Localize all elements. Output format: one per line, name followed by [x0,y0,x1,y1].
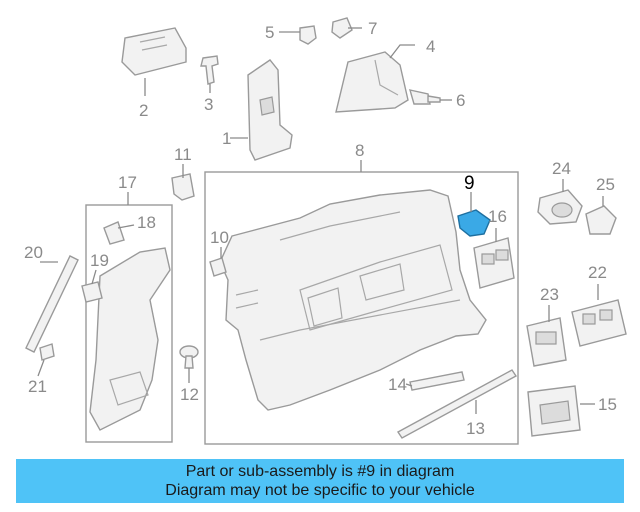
part-7-clip [331,17,353,39]
banner-line-2: Diagram may not be specific to your vehi… [165,482,475,499]
part-12-push-pin [179,345,199,369]
part-4-cover [335,51,409,113]
callout-24: 24 [552,159,571,178]
callout-13: 13 [466,419,485,438]
part-16-switch [473,237,515,289]
callout-8: 8 [355,141,364,160]
callout-18: 18 [137,213,156,232]
part-9-highlighted-clip[interactable] [457,209,491,237]
callout-11: 11 [174,145,192,164]
callout-3: 3 [204,95,213,114]
callout-19: 19 [90,251,109,270]
part-11-clip [171,173,195,201]
part-8-quarter-trim-panel [219,189,487,411]
callout-21: 21 [28,377,47,396]
banner-line-1: Part or sub-assembly is #9 in diagram [185,463,455,480]
part-3-clip [200,55,219,85]
leader-lines [37,27,604,414]
part-25-cap [585,205,617,235]
callout-5: 5 [265,23,274,42]
part-23-connector [526,317,567,367]
part-14-strip [409,371,465,391]
part-22-switch [571,299,627,347]
callout-1: 1 [222,129,231,148]
part-5-clip [299,25,317,45]
callout-20: 20 [24,243,43,262]
part-1-pillar-trim [247,59,293,161]
part-17-lower-trim [89,247,171,431]
part-18-clip [103,221,125,245]
info-banner: Part or sub-assembly is #9 in diagram Di… [16,459,624,503]
callout-14: 14 [388,375,407,394]
callout-15: 15 [598,395,617,414]
part-19-clip [81,281,103,303]
callout-4: 4 [426,37,435,56]
part-24-socket [537,189,583,225]
callout-2: 2 [139,101,148,120]
part-2-bracket [121,27,187,76]
callout-7: 7 [368,19,377,38]
callout-6: 6 [456,91,465,110]
part-21-clip [39,343,55,361]
part-13-scuff-strip [396,369,518,439]
callout-22: 22 [588,263,607,282]
part-20-weatherstrip [25,255,79,353]
callout-12: 12 [180,385,199,404]
callout-25: 25 [596,175,615,194]
part-15-plate [527,385,581,437]
callout-10: 10 [210,228,229,247]
part-6-bolt [409,89,441,105]
part-10-clip [209,257,227,277]
callout-23: 23 [540,285,559,304]
callout-17: 17 [118,173,137,192]
callout-9[interactable]: 9 [464,173,475,194]
callout-16: 16 [488,207,507,226]
group-frame-17 [85,204,173,443]
